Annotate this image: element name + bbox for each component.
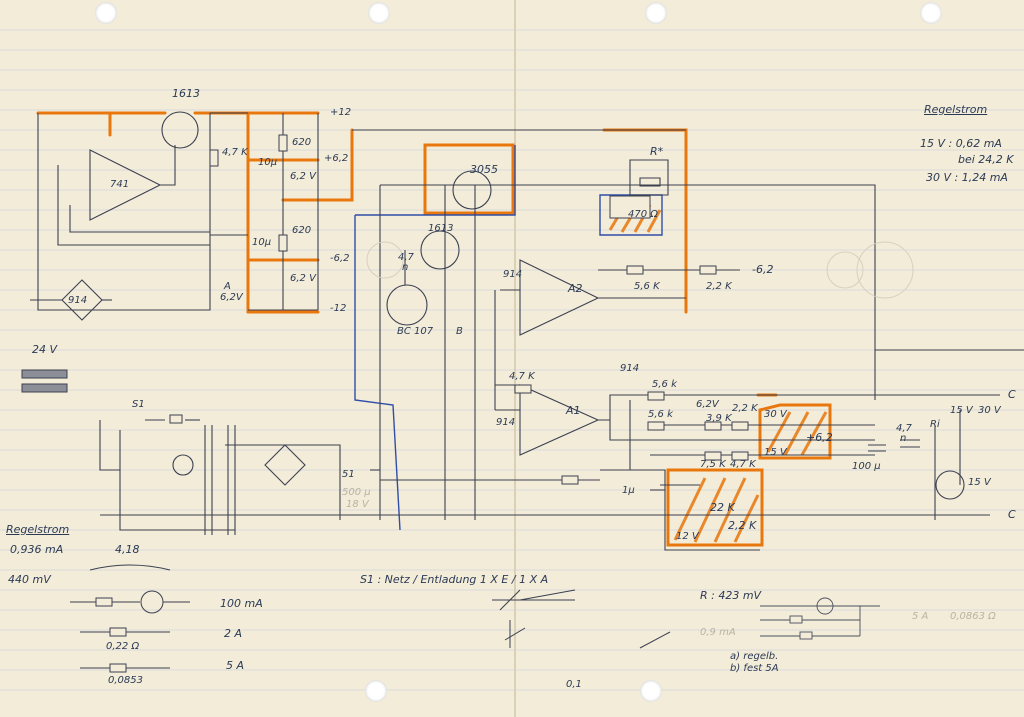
reg2-value: 0,936 mA [10, 543, 64, 556]
label-r22k-a: 2,2 K [706, 281, 732, 292]
label-z-a: A [224, 281, 231, 292]
punch-hole [95, 2, 117, 24]
reg-line2: bei 24,2 K [958, 153, 1014, 166]
reg-line1: 15 V : 0,62 mA [920, 137, 1002, 150]
label-c-500u: 500 µ [342, 487, 371, 498]
label-v-p62: +6,2 [324, 153, 349, 164]
bottom-left-circuit [70, 564, 190, 669]
label-d914a: 914 [503, 269, 523, 280]
label-z12v: 12 V [676, 531, 699, 542]
label-c100u: 100 µ [852, 461, 881, 472]
label-r-star: R* [650, 145, 664, 158]
resistors [95, 134, 749, 673]
orange-hatching [608, 204, 828, 543]
battery-symbol [21, 369, 68, 393]
punch-hole [365, 680, 387, 702]
label-r47k-mid: 4,7 K [509, 371, 535, 382]
label-term-c2: C [1008, 508, 1016, 521]
s1-note: S1 : Netz / Entladung 1 X E / 1 X A [360, 573, 549, 586]
label-d914c: 914 [620, 363, 640, 374]
label-c-18v: 18 V [346, 499, 369, 510]
note-b: b) fest 5A [730, 663, 779, 674]
label-440mv: 440 mV [8, 573, 51, 586]
label-t1613b: 1613 [428, 223, 454, 234]
label-r22k-c: 22 K [710, 501, 735, 514]
label-a2: A2 [568, 282, 583, 295]
label-z62v-c: 6,2V [696, 399, 719, 410]
label-c47n-b-n: n [900, 433, 907, 444]
label-bc107: BC 107 [397, 326, 434, 337]
label-c1u: 1µ [622, 485, 635, 496]
label-c10u-a: 10µ [258, 157, 278, 168]
punch-hole [920, 2, 942, 24]
label-d914b: 914 [496, 417, 516, 428]
label-t3055: 3055 [470, 163, 498, 176]
label-v-m12: -12 [330, 303, 347, 314]
label-v30: 30 V [764, 409, 787, 420]
punch-hole [645, 2, 667, 24]
label-opamp741: 741 [110, 179, 130, 190]
label-r22k-b: 2,2 K [732, 403, 758, 414]
pencil-wiring [30, 111, 1024, 551]
label-v15: 15 V [764, 447, 787, 458]
label-r56k-c: 5,6 k [648, 409, 673, 420]
label-v-m62: -6,2 [330, 253, 350, 264]
label-c47n-n: n [402, 262, 409, 273]
label-b: B [456, 326, 463, 337]
label-2a: 2 A [224, 627, 243, 640]
label-r0853: 0,0853 [108, 675, 143, 686]
label-r620a: 620 [292, 137, 312, 148]
label-100ma: 100 mA [220, 597, 263, 610]
label-a1: A1 [566, 404, 581, 417]
label-r470: 470 Ω [628, 209, 658, 220]
label-sw15v: 15 V [950, 405, 973, 416]
label-1613-top: 1613 [172, 87, 200, 100]
label-r56k-b: 5,6 k [652, 379, 677, 390]
label-r39k: 3,9 K [706, 413, 732, 424]
bottom-middle-circuit [492, 589, 671, 649]
ghost-09ma: 0,9 mA [700, 627, 736, 638]
label-418: 4,18 [115, 543, 140, 556]
label-c47n: 4,7 [398, 252, 414, 263]
punch-hole [368, 2, 390, 24]
label-s1: S1 [132, 399, 145, 410]
label-c47n-b: 4,7 [896, 423, 912, 434]
label-out-m62: -6,2 [752, 263, 774, 276]
label-r620b: 620 [292, 225, 312, 236]
ghost-5a: 5 A [912, 611, 929, 622]
label-bridge914: 914 [68, 295, 88, 306]
bottom-right-circuit [760, 597, 880, 640]
label-c51: 51 [342, 469, 355, 480]
reg-line3: 30 V : 1,24 mA [926, 171, 1008, 184]
label-r-val: R : 423 mV [700, 589, 762, 602]
ghost-0863: 0,0863 Ω [950, 611, 996, 622]
label-ri: Ri [930, 419, 940, 430]
label-r56k-a: 5,6 K [634, 281, 660, 292]
label-r22k-d: 2,2 K [728, 519, 757, 532]
label-r75k: 7,5 K [700, 459, 726, 470]
note-a: a) regelb. [730, 651, 779, 662]
label-5a: 5 A [226, 659, 245, 672]
label-z62b: 6,2 V [290, 273, 316, 284]
reg-title: Regelstrom [924, 103, 988, 116]
label-sw30v: 30 V [978, 405, 1001, 416]
label-c10u-b: 10µ [252, 237, 272, 248]
ghost-circles [366, 241, 914, 299]
label-z62a: 6,2 V [290, 171, 316, 182]
label-meter15v: 15 V [968, 477, 991, 488]
reg2-title: Regelstrom [6, 523, 70, 536]
label-p62: +6,2 [806, 431, 833, 444]
label-term-c1: C [1008, 388, 1016, 401]
label-r022: 0,22 Ω [106, 641, 140, 652]
label-v24: 24 V [32, 343, 58, 356]
punch-hole [640, 680, 662, 702]
note-01: 0,1 [566, 679, 582, 690]
label-r47k-top: 4,7 K [222, 147, 248, 158]
label-z-a-v: 6,2V [220, 292, 243, 303]
label-v-p12: +12 [330, 107, 352, 118]
label-r47k-c: 4,7 K [730, 459, 756, 470]
